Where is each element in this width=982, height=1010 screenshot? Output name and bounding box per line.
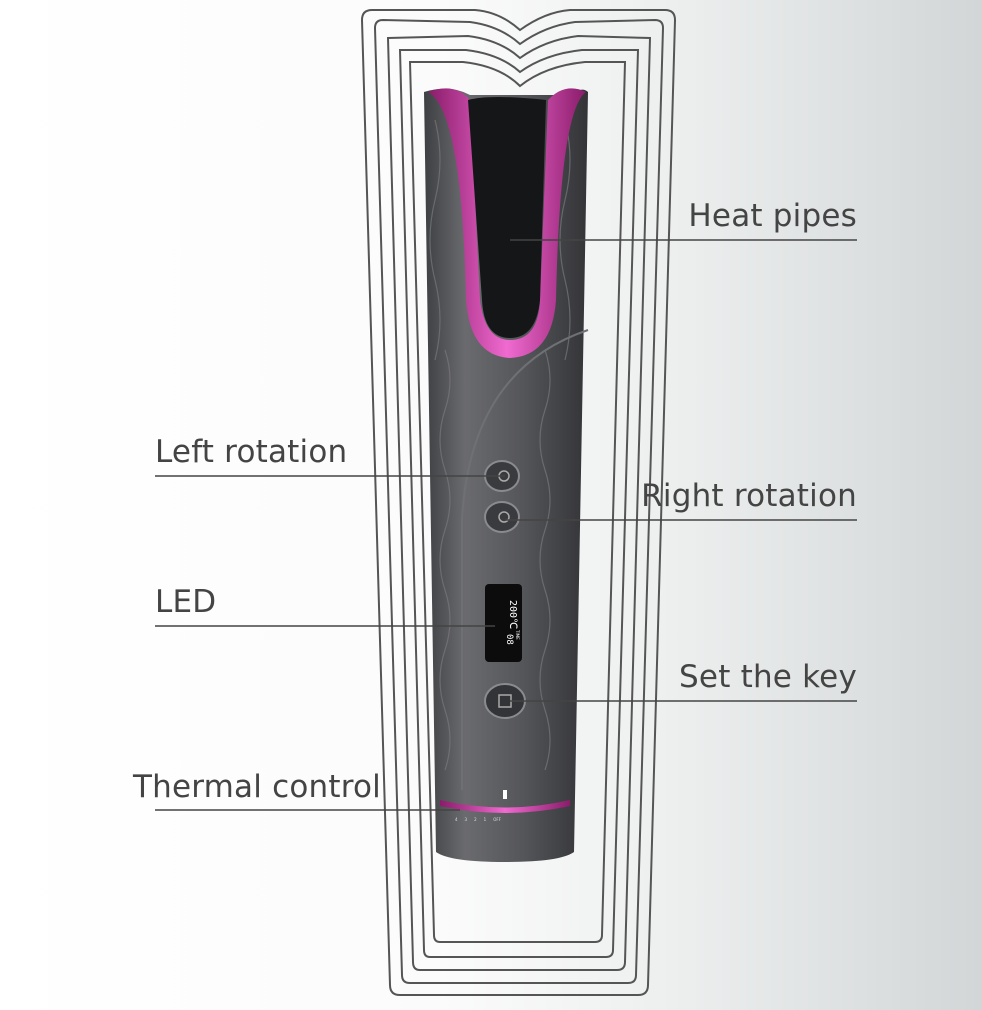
right-rotation-button [484,501,520,533]
led-screen [485,584,522,662]
heat-pipe-slot [428,88,586,358]
label-set-the-key: Set the key [679,659,857,695]
thermal-control-ring [440,800,570,813]
dial-mark: 3 [464,817,468,822]
label-led: LED [155,584,217,620]
dial-mark: 4 [455,817,458,822]
leader-lines [155,239,857,811]
body-seam [461,329,589,790]
led-time-label: TIME [515,630,520,640]
led-temperature: 200℃ [507,600,518,630]
dial-marks: 4 3 2 1 OFF [455,817,501,822]
label-left-rotation: Left rotation [155,434,348,470]
led-time-value: 08 [504,634,514,645]
dial-mark: 1 [483,817,487,822]
dial-mark: OFF [493,817,501,822]
contour-outlines [360,9,677,996]
dial-mark: 2 [474,817,477,822]
label-heat-pipes: Heat pipes [688,198,857,234]
label-right-rotation: Right rotation [641,478,857,514]
label-thermal-control: Thermal control [133,769,381,805]
